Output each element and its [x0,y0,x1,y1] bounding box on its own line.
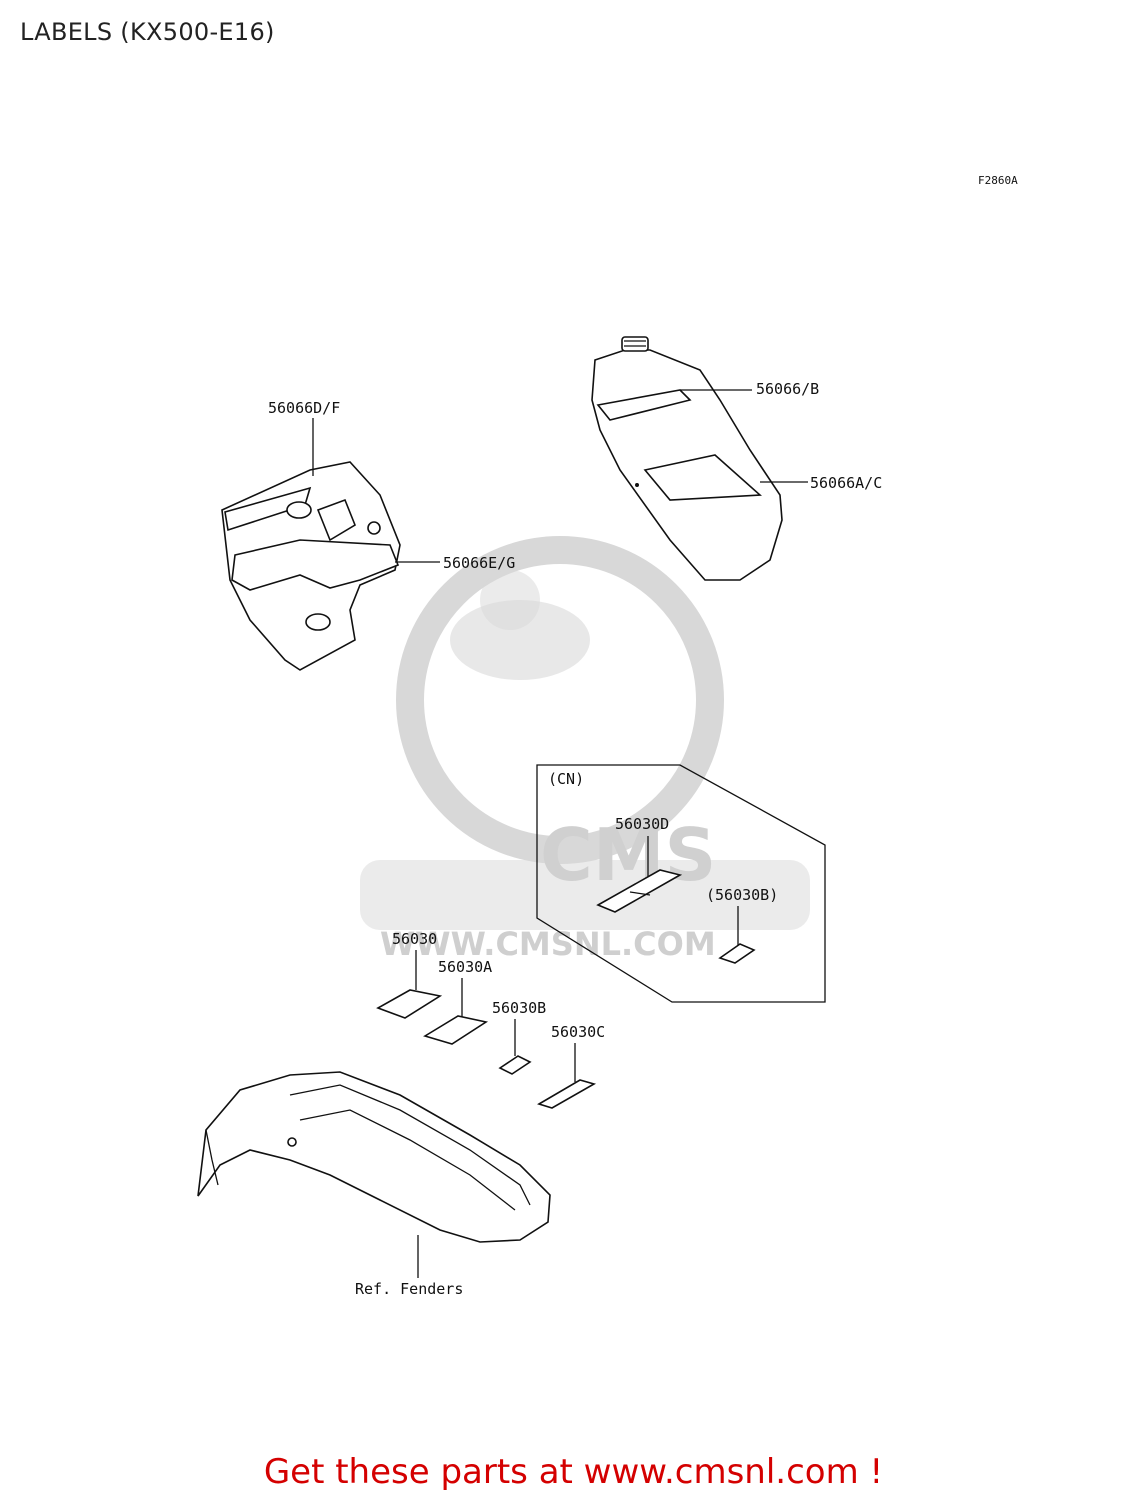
callout-fender: Ref. Fenders [355,1280,463,1298]
callout-tank-top: 56066/B [756,380,819,398]
footer-promo[interactable]: Get these parts at www.cmsnl.com ! [263,1452,884,1492]
callout-56030c: 56030C [551,1023,605,1041]
callout-tank-side: 56066A/C [810,474,882,492]
callout-cn: (CN) [548,770,584,788]
rear-fender [197,1071,551,1243]
callout-56030b: 56030B [492,999,546,1017]
watermark-brand: CMS [540,813,716,897]
label-56030d [596,869,683,913]
callout-56030a: 56030A [438,958,492,976]
page-title: LABELS (KX500-E16) [20,18,275,46]
label-cn-56030b [718,943,756,964]
figure-code: F2860A [978,174,1018,187]
callout-shroud-top: 56066D/F [268,399,340,417]
callout-shroud-side: 56066E/G [443,554,515,572]
watermark: CMS WWW.CMSNL.COM [360,536,810,963]
cn-group-box [536,764,826,1003]
label-56030b [498,1055,532,1075]
radiator-shroud [221,461,401,671]
fuel-tank [591,336,783,581]
callout-cn-56030d: 56030D [615,815,669,833]
label-56030a [423,1015,489,1045]
callout-cn-56030b: (56030B) [706,886,778,904]
watermark-url: WWW.CMSNL.COM [380,925,716,963]
label-56030c [537,1079,597,1109]
label-56030 [376,989,443,1019]
callout-56030: 56030 [392,930,437,948]
parts-diagram: CMS WWW.CMSNL.COM F2860A 56066/B 56066A/… [197,174,1018,1298]
